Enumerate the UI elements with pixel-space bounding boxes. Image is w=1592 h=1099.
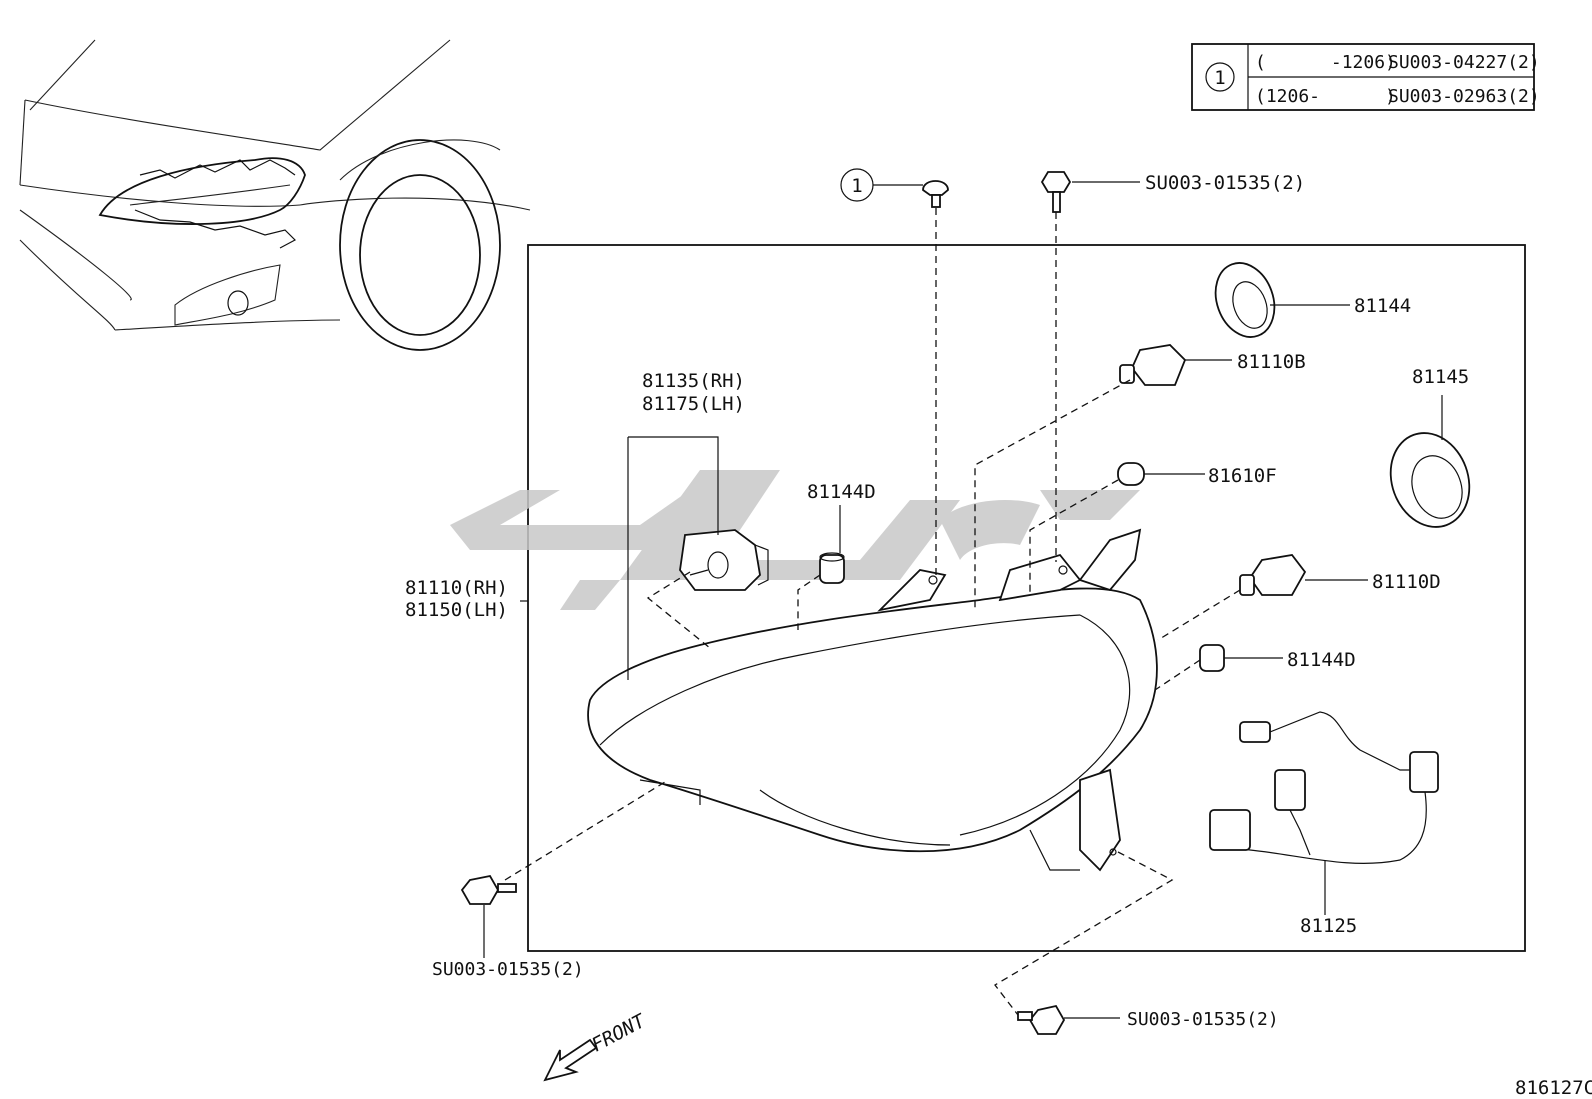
bolt-bottom	[1017, 1004, 1066, 1035]
bulb-81110d	[1239, 554, 1307, 596]
seal-81144	[1214, 262, 1276, 338]
clip-fastener	[922, 180, 949, 208]
label-81145: 81145	[1412, 366, 1469, 388]
callout-circle	[840, 168, 874, 202]
table-symbol: 1	[1214, 67, 1225, 89]
seal-81145	[1389, 432, 1471, 528]
wiring-harness-81125	[1209, 711, 1439, 864]
label-81135: 81135(RH)	[642, 370, 745, 392]
vehicle-front-sketch	[19, 39, 531, 351]
front-label: FRONT	[588, 1009, 650, 1056]
label-bolt-top: SU003-01535(2)	[1145, 172, 1305, 194]
callout-symbol: 1	[851, 175, 862, 197]
bolt-left	[460, 874, 517, 905]
bulb-81110b	[1119, 344, 1187, 386]
leader-lines	[483, 181, 1443, 1019]
table-row-2-range: (1206- )	[1255, 86, 1396, 107]
label-81144: 81144	[1354, 295, 1411, 317]
leveling-actuator	[679, 529, 769, 591]
table-row-2-part: SU003-02963(2)	[1388, 86, 1540, 107]
label-81175: 81175(LH)	[642, 393, 745, 415]
label-81150: 81150(LH)	[405, 599, 508, 621]
bulb-81610f	[1117, 462, 1145, 486]
cap-81144d-left	[819, 552, 845, 584]
label-81144d-left: 81144D	[807, 481, 876, 503]
table-row-1-range: ( -1206)	[1255, 52, 1396, 73]
table-row-1-part: SU003-04227(2)	[1388, 52, 1540, 73]
headlamp-housing	[587, 528, 1158, 872]
assembly-frame	[527, 244, 1526, 952]
label-81610f: 81610F	[1208, 465, 1277, 487]
label-bolt-left: SU003-01535(2)	[432, 959, 584, 980]
installation-dashed-lines	[504, 208, 1241, 1016]
bolt-top	[1040, 171, 1072, 213]
label-81110d: 81110D	[1372, 571, 1441, 593]
label-81110: 81110(RH)	[405, 577, 508, 599]
label-81125: 81125	[1300, 915, 1357, 937]
cap-81144d-right	[1199, 644, 1225, 672]
label-bolt-bottom: SU003-01535(2)	[1127, 1009, 1279, 1030]
front-direction-arrow: FRONT	[543, 1009, 650, 1082]
application-table: 1 ( -1206) SU003-04227(2) (1206- ) SU003…	[1191, 43, 1540, 111]
label-81144d-right: 81144D	[1287, 649, 1356, 671]
figure-id: 816127C	[1515, 1077, 1592, 1099]
label-81110b: 81110B	[1237, 351, 1306, 373]
